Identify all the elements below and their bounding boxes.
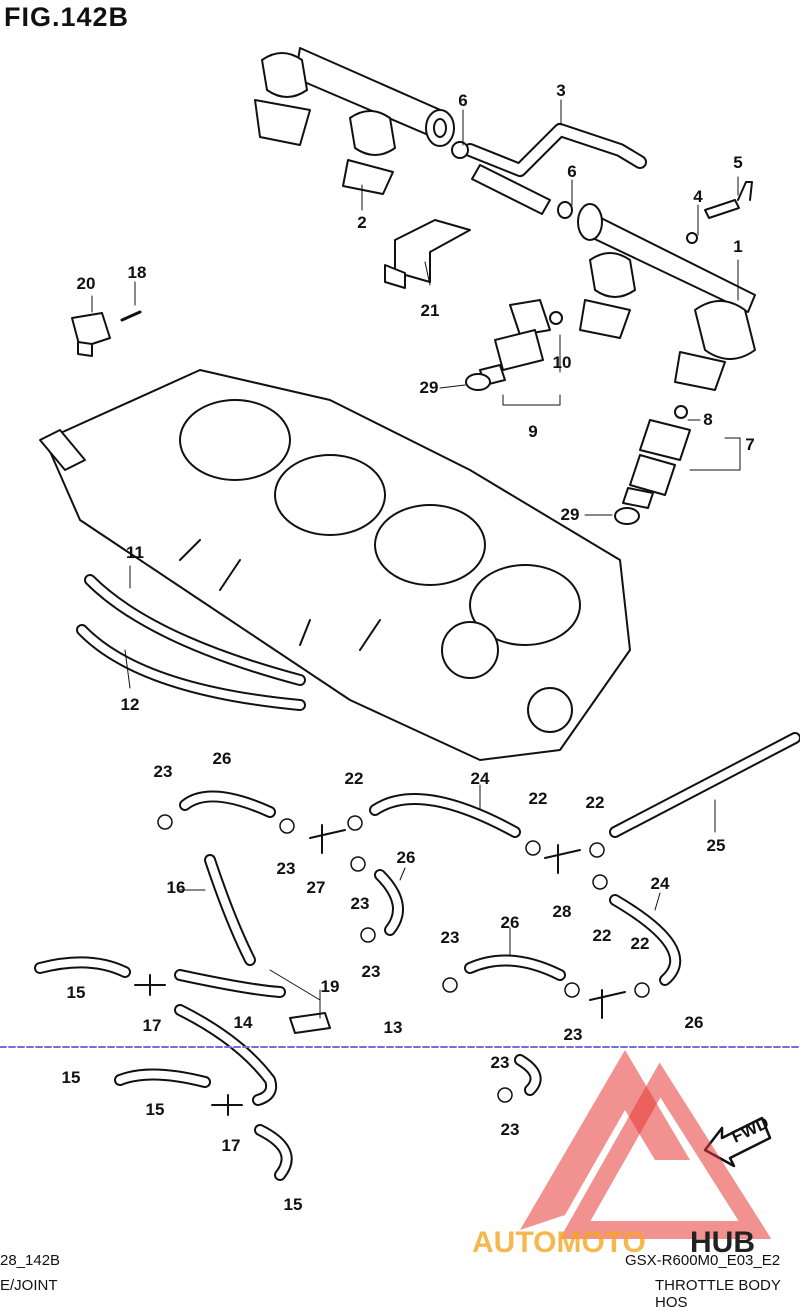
callout-label: 16 xyxy=(167,878,186,897)
callout-label: 25 xyxy=(707,836,726,855)
callout-label: 18 xyxy=(128,263,147,282)
callout-label: 26 xyxy=(685,1013,704,1032)
callout-label: 15 xyxy=(67,983,86,1002)
leader-lines xyxy=(91,99,741,1019)
callout-label: 11 xyxy=(126,543,144,562)
callout-label: 3 xyxy=(556,81,565,100)
callout-label: 29 xyxy=(561,505,580,524)
callout-label: 9 xyxy=(528,422,537,441)
callout-label: 26 xyxy=(397,848,416,867)
callout-label: 24 xyxy=(471,769,490,788)
callout-label: 6 xyxy=(567,162,576,181)
callout-label: 5 xyxy=(733,153,742,172)
throttle-sensor xyxy=(71,310,142,357)
callout-label: 1 xyxy=(733,237,742,256)
watermark-logo xyxy=(520,1050,772,1239)
callout-labels: 1234566789101112131415151515161717181920… xyxy=(62,81,755,1214)
injector-lower xyxy=(614,405,691,525)
hose-11-12 xyxy=(76,574,306,711)
callout-label: 27 xyxy=(307,878,326,897)
callout-label: 29 xyxy=(420,378,439,397)
callout-label: 14 xyxy=(234,1013,253,1032)
callout-label: 22 xyxy=(345,769,364,788)
callout-label: 23 xyxy=(362,962,381,981)
callout-label: 23 xyxy=(491,1053,510,1072)
callout-label: 15 xyxy=(62,1068,81,1087)
callout-label: 23 xyxy=(277,859,296,878)
pipe-clip xyxy=(384,219,471,289)
callout-label: 15 xyxy=(284,1195,303,1214)
callout-label: 20 xyxy=(77,274,96,293)
callout-label: 22 xyxy=(631,934,650,953)
callout-label: 22 xyxy=(529,789,548,808)
callout-label: 15 xyxy=(146,1100,165,1119)
callout-label: 17 xyxy=(222,1136,241,1155)
watermark-brand-left: AUTOMOTO xyxy=(472,1226,646,1259)
callout-label: 23 xyxy=(154,762,173,781)
callout-label: 10 xyxy=(553,353,572,372)
callout-label: 4 xyxy=(693,187,703,206)
callout-label: 6 xyxy=(458,91,467,110)
callout-label: 13 xyxy=(384,1018,403,1037)
callout-label: 26 xyxy=(501,913,520,932)
injector-upper xyxy=(465,299,563,391)
callout-label: 2 xyxy=(357,213,366,232)
callout-label: 22 xyxy=(586,793,605,812)
hose-clamps xyxy=(157,814,650,1103)
footer-right-desc: THROTTLE BODY HOS xyxy=(655,1277,781,1311)
callout-label: 23 xyxy=(564,1025,583,1044)
callout-label: 22 xyxy=(593,926,612,945)
vacuum-hoses-inner xyxy=(36,734,799,1179)
callout-label: 24 xyxy=(651,874,670,893)
callout-label: 19 xyxy=(321,977,340,996)
callout-label: 12 xyxy=(121,695,140,714)
callout-label: 7 xyxy=(745,435,754,454)
callout-label: 28 xyxy=(553,902,572,921)
callout-label: 8 xyxy=(703,410,712,429)
footer-left-code: 28_142B xyxy=(0,1252,61,1269)
fuel-delivery-pipe-upper xyxy=(254,47,455,195)
fuel-connector-pipe xyxy=(451,123,647,219)
watermark-brand-right: HUB xyxy=(690,1226,755,1259)
footer-left-desc: E/JOINT xyxy=(0,1277,58,1294)
fwd-arrow xyxy=(703,1116,772,1168)
callout-label: 26 xyxy=(213,749,232,768)
footer-right-code: GSX-R600M0_E03_E2 xyxy=(625,1252,781,1269)
callout-label: 17 xyxy=(143,1016,162,1035)
throttle-body xyxy=(39,369,631,761)
callout-label: 23 xyxy=(501,1120,520,1139)
callout-label: 23 xyxy=(351,894,370,913)
callout-label: 21 xyxy=(421,301,440,320)
fuel-delivery-pipe-lower xyxy=(577,181,756,391)
figure-title: FIG.142B xyxy=(4,2,130,32)
callout-label: 23 xyxy=(441,928,460,947)
